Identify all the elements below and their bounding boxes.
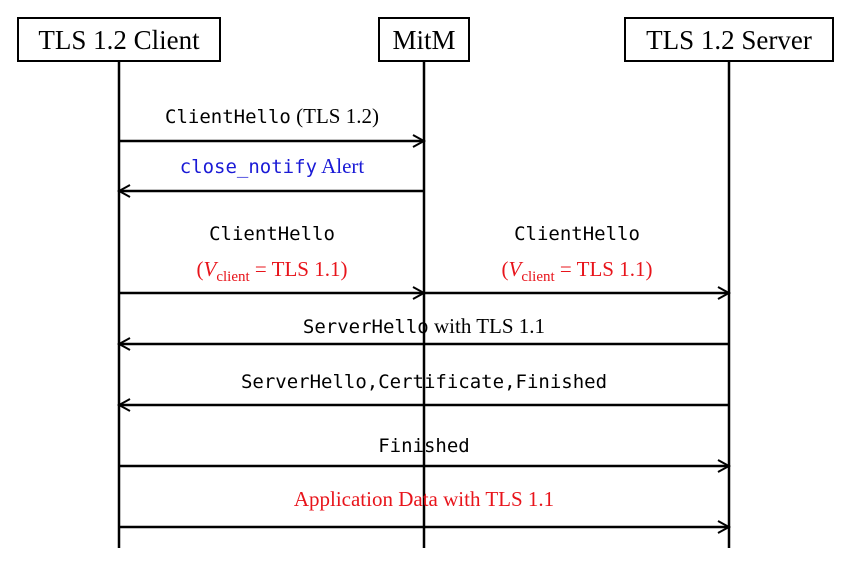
participant-mitm-label: MitM bbox=[392, 25, 455, 55]
message-label: ClientHello bbox=[209, 223, 335, 245]
message-label: ClientHello bbox=[514, 223, 640, 245]
message-application-data: Application Data with TLS 1.1 bbox=[119, 487, 729, 527]
message-label: Finished bbox=[378, 435, 470, 457]
message-server-hello-certificate-finished: ServerHello,Certificate,Finished bbox=[119, 371, 729, 405]
message-finished: Finished bbox=[119, 435, 729, 466]
message-client-hello-downgrade-left: ClientHello (Vclient = TLS 1.1) bbox=[197, 223, 348, 285]
participant-client-label: TLS 1.2 Client bbox=[38, 25, 200, 55]
participant-server: TLS 1.2 Server bbox=[624, 17, 834, 62]
message-client-hello-downgrade-right: ClientHello (Vclient = TLS 1.1) bbox=[502, 223, 653, 285]
message-label: Application Data with TLS 1.1 bbox=[294, 487, 554, 511]
participant-mitm: MitM bbox=[378, 17, 470, 62]
message-server-hello-tls11: ServerHello with TLS 1.1 bbox=[119, 314, 729, 344]
participant-server-label: TLS 1.2 Server bbox=[646, 25, 812, 55]
message-client-hello-tls12: ClientHello (TLS 1.2) bbox=[119, 104, 424, 141]
participant-client: TLS 1.2 Client bbox=[17, 17, 221, 62]
message-label: ServerHello with TLS 1.1 bbox=[303, 314, 545, 338]
version-label: (Vclient = TLS 1.1) bbox=[197, 257, 348, 285]
message-label: close_notify Alert bbox=[180, 154, 365, 178]
message-label: ClientHello (TLS 1.2) bbox=[165, 104, 379, 128]
message-close-notify-alert: close_notify Alert bbox=[119, 154, 424, 191]
message-label: ServerHello,Certificate,Finished bbox=[241, 371, 607, 393]
version-label: (Vclient = TLS 1.1) bbox=[502, 257, 653, 285]
